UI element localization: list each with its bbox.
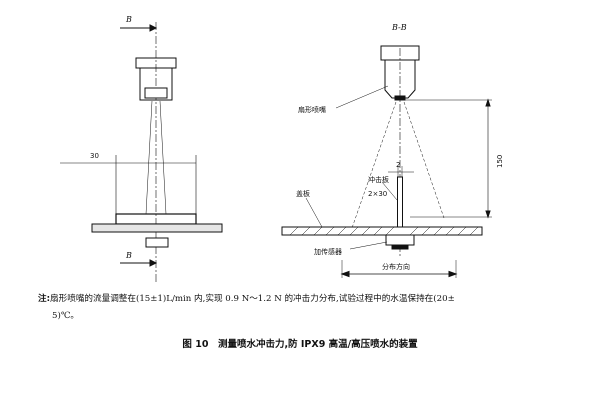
impact-plate-size: 2×30 (368, 190, 387, 198)
direction-arrow-head (448, 270, 458, 278)
figure-caption: 图 10 测量喷水冲击力,防 IPX9 高温/高压喷水的装置 (182, 339, 418, 350)
left-view (60, 22, 223, 282)
section-title: B-B (391, 23, 407, 32)
note-line-2: 5)℃。 (52, 311, 80, 321)
impact-plate (397, 176, 403, 228)
dim-arrow (485, 98, 491, 107)
cover-hatching (289, 226, 479, 236)
direction-label: 分布方向 (382, 262, 410, 271)
section-mark-top: B (125, 15, 132, 24)
dimension-30-label: 30 (90, 152, 99, 160)
left-base-plate (91, 223, 223, 233)
direction-arrow-head (340, 270, 350, 278)
impact-plate-label: 冲击板 (368, 175, 389, 184)
section-arrow-head (149, 24, 158, 32)
note-line-1: 扇形喷嘴的流量调整在(15±1)L/min 内,实现 0.9 N～1.2 N 的… (50, 294, 455, 304)
cover-leader (305, 197, 323, 228)
section-arrow-head (149, 259, 158, 267)
left-spray-line (145, 100, 153, 215)
right-nozzle-body (384, 59, 416, 99)
right-nozzle-tip (394, 95, 406, 101)
sensor-label: 加传感器 (314, 247, 342, 256)
right-spray-line (403, 101, 445, 219)
dim-arrow (485, 210, 491, 219)
left-nozzle-outlet (144, 87, 168, 99)
right-spray-line (351, 101, 397, 229)
section-mark-bottom: B (125, 251, 132, 260)
force-sensor-base (391, 244, 409, 250)
right-view (281, 45, 492, 278)
sensor-leader (349, 241, 388, 250)
cover-plate (281, 226, 483, 236)
nozzle-label: 扇形喷嘴 (298, 105, 326, 114)
force-sensor (385, 234, 415, 246)
note-prefix: 注: (38, 294, 51, 304)
dimension-2-label: 2 (396, 161, 400, 169)
cover-label: 盖板 (296, 189, 310, 198)
left-nozzle-body (139, 67, 173, 101)
dimension-150-label: 150 (496, 155, 504, 168)
impact-plate-leader (381, 181, 398, 201)
footnote: 注:扇形喷嘴的流量调整在(15±1)L/min 内,实现 0.9 N～1.2 N… (38, 291, 568, 325)
left-sensor (145, 237, 169, 248)
nozzle-leader (335, 85, 389, 109)
left-spray-line (159, 100, 167, 215)
